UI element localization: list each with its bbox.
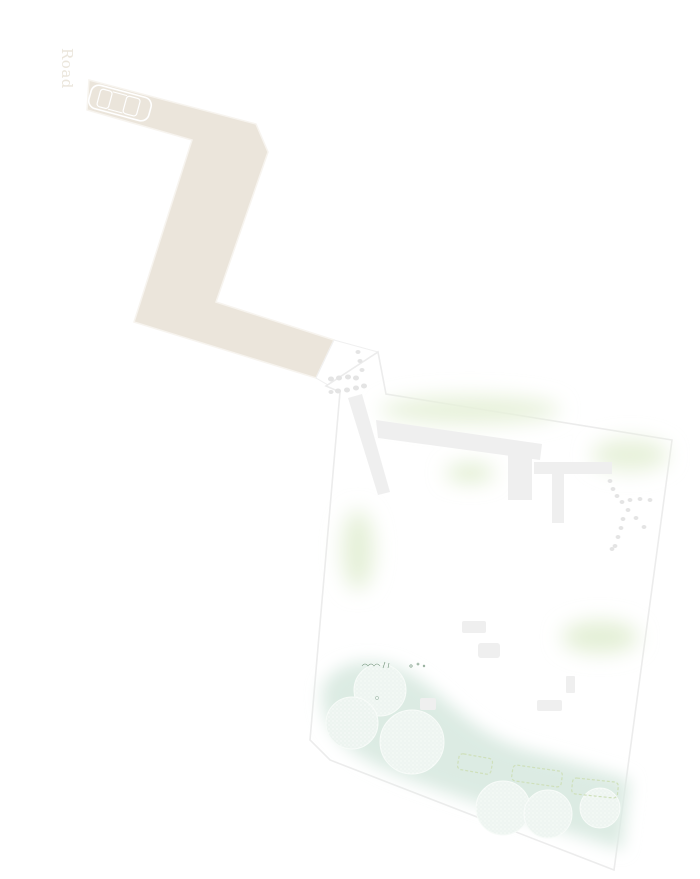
entrance-stepping-stones (328, 350, 367, 394)
building-wing-diagonal (348, 394, 390, 495)
car-icon (87, 84, 153, 122)
building-main-bar (376, 420, 542, 460)
tree-canopies (325, 663, 621, 839)
planting-bed (511, 764, 563, 788)
east-stepping-stone-path (607, 479, 653, 551)
building-block (508, 452, 532, 500)
lawn-patch (342, 510, 374, 590)
driveway (86, 79, 383, 393)
planting-beds (456, 753, 619, 799)
road-label: Road (58, 48, 76, 89)
buildings (348, 394, 612, 523)
garden-structure (420, 698, 436, 710)
plant-sketches (361, 661, 426, 669)
planting-bed (571, 777, 619, 799)
building-annex-bar (534, 462, 612, 474)
garden-structures (420, 621, 575, 711)
building-annex-post (552, 474, 564, 523)
garden-structure (462, 621, 486, 633)
lawn-patch (562, 621, 638, 653)
lawn-areas (342, 396, 668, 653)
driveway-surface (86, 79, 336, 379)
lawn-patch (446, 465, 494, 481)
garden-structure (566, 676, 575, 693)
planting-bed (456, 753, 494, 775)
woodland-area (321, 661, 630, 850)
garden-structure (537, 700, 562, 711)
garden-structure (478, 643, 500, 658)
lawn-patch (380, 396, 560, 424)
